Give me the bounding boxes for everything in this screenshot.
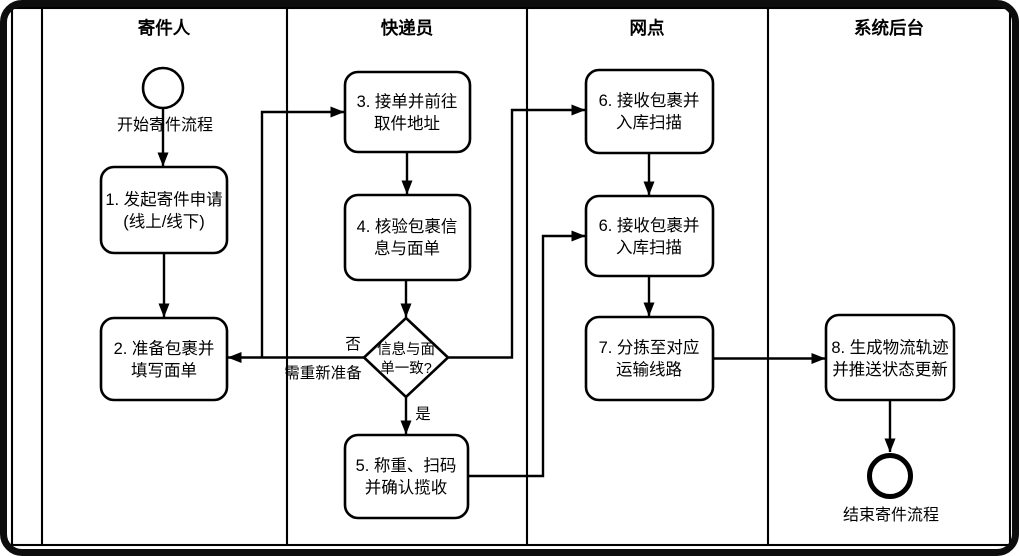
step1-label-line2: (线上/线下) <box>123 212 205 231</box>
step1-label-line1: 1. 发起寄件申请 <box>105 190 222 209</box>
step6b-label-line2: 入库扫描 <box>616 238 682 257</box>
edge-label-yes: 是 <box>415 406 431 423</box>
node-step-1 <box>99 165 229 255</box>
edge-step5-to-step6b <box>468 230 586 478</box>
node-step-5 <box>343 433 470 520</box>
step5-label-line2: 并确认揽收 <box>365 478 448 497</box>
edge-label-no: 否 <box>345 336 361 353</box>
step5-label-line1: 5. 称重、扫码 <box>356 456 457 475</box>
step6a-label-line1: 6. 接收包裹并 <box>599 91 700 110</box>
decision-label-line1: 信息与面 <box>377 341 435 358</box>
node-step-8 <box>824 313 956 402</box>
start-event-circle <box>141 66 185 110</box>
step8-label-line2: 并推送状态更新 <box>832 360 948 379</box>
node-step-4 <box>343 193 472 282</box>
end-event-label: 结束寄件流程 <box>843 506 939 524</box>
step8-label-line1: 8. 生成物流轨迹 <box>831 338 948 357</box>
step2-label-line1: 2. 准备包裹并 <box>114 339 215 358</box>
step6b-label-line1: 6. 接收包裹并 <box>599 216 700 235</box>
lane-title-courier: 快递员 <box>381 18 434 38</box>
node-step-3 <box>343 70 472 154</box>
step3-label-line1: 3. 接单并前往 <box>357 92 458 111</box>
end-event-circle <box>867 453 913 499</box>
step2-label-line2: 填写面单 <box>131 361 197 380</box>
flowchart-labels: 开始寄件流程 1. 发起寄件申请 (线上/线下) 2. 准备包裹并 填写面单 3… <box>105 91 948 524</box>
edge-decision-to-step6a <box>448 104 586 359</box>
step7-label-line1: 7. 分拣至对应 <box>599 338 700 357</box>
flowchart-edges <box>157 104 896 478</box>
lane-title-branch: 网点 <box>630 18 665 38</box>
swimlane-pool: 寄件人 快递员 网点 系统后台 <box>10 6 1012 547</box>
step3-label-line2: 取件地址 <box>374 114 440 133</box>
node-step-2 <box>99 316 229 402</box>
start-event-label: 开始寄件流程 <box>117 116 213 134</box>
step7-label-line2: 运输线路 <box>616 360 683 379</box>
edge-step2-to-step3 <box>260 106 345 358</box>
flowchart-nodes <box>99 66 956 520</box>
node-step-6a <box>584 68 715 155</box>
decision-label-line2: 单一致? <box>380 360 432 377</box>
node-step-6b <box>584 194 715 278</box>
node-step-7 <box>584 315 715 402</box>
lane-title-sender: 寄件人 <box>138 18 191 38</box>
step4-label-line1: 4. 核验包裹信 <box>357 217 458 236</box>
step4-label-line2: 息与面单 <box>374 239 440 258</box>
pool-border <box>10 6 1012 547</box>
edge-label-no-note: 需重新准备 <box>284 364 362 382</box>
lane-title-backend: 系统后台 <box>854 18 924 38</box>
step6a-label-line2: 入库扫描 <box>616 113 682 132</box>
